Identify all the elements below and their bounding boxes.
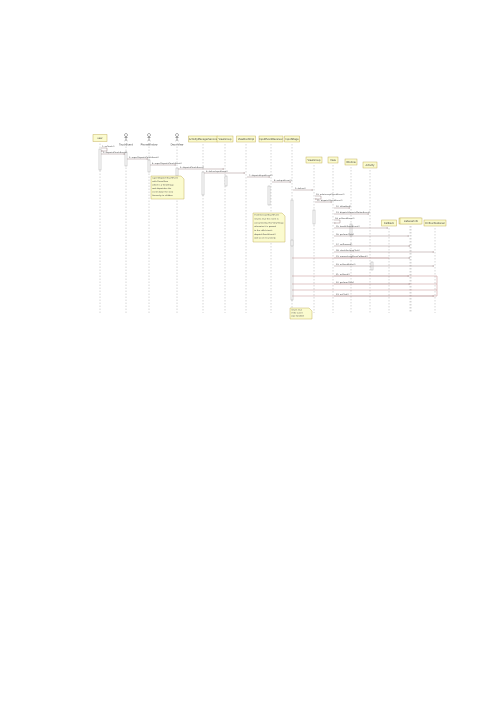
lifeline-box-a5 — [216, 135, 234, 143]
note-box — [289, 307, 313, 320]
actor-label-a3: DecorView — [171, 143, 184, 146]
activation-bar — [147, 159, 151, 173]
message-arrow — [334, 219, 341, 223]
lifeline-box-a16 — [423, 219, 447, 227]
note-line: returns true the event is — [254, 217, 278, 220]
message-label: 19: removeLongPressCallback() — [336, 255, 368, 258]
activation-bar — [290, 199, 294, 301]
message-label: 8: onInputEvent() — [274, 179, 292, 182]
note-line: consumed by this ViewGroup — [254, 221, 284, 224]
message-label: 7: dispatchInputEvent() — [249, 174, 273, 177]
message-label: 6: deliverInputEvent() — [206, 170, 228, 173]
message-label: 21: onTouch() — [336, 274, 350, 276]
activation-bar — [175, 167, 179, 177]
note-line: otherwise it is passed — [254, 225, 276, 228]
lifeline-label-a9: ViewGroup — [308, 159, 321, 162]
actor-leg — [176, 139, 179, 142]
actor-leg — [148, 139, 151, 142]
actor-head — [124, 133, 128, 137]
message-label: 10: onInterceptTouchEvent() — [316, 193, 345, 196]
note-box — [252, 212, 286, 243]
note-line: superDispatchTouchEvent — [152, 177, 178, 180]
lifeline-box-a13 — [381, 219, 397, 227]
lifeline-label-a13: Callback — [384, 222, 395, 225]
actor-leg — [125, 139, 128, 142]
activation-bar — [98, 148, 102, 171]
note-line: if the event — [291, 312, 303, 315]
note-line: and dispatches the — [152, 187, 172, 190]
actor-figure-a1 — [124, 133, 128, 142]
lifeline-box-a10 — [327, 156, 339, 164]
message-label: 23: onClick() — [336, 294, 349, 296]
message-label: 17: setPressed() — [336, 243, 352, 246]
lifeline-label-a16: OnTouchListener — [425, 222, 445, 225]
note-line: hierarchy to children — [152, 194, 173, 197]
message-label: 11: dispatchTouchEvent() — [317, 199, 343, 202]
message-label: 16: performClick() — [336, 233, 354, 236]
message-label: 3: superDispatchTouchEvent() — [129, 156, 159, 159]
message-label: 15: handleTouchEvent() — [336, 225, 360, 228]
note-line: return true — [291, 309, 303, 312]
message-label: 4: superDispatchTouchEvent() — [152, 162, 182, 165]
note-line: and so on recursively — [254, 237, 276, 240]
activation-bar — [267, 185, 271, 206]
lifeline-box-a0 — [92, 134, 108, 142]
note-line: If onInterceptTouchEvent — [254, 214, 279, 217]
lifeline-box-a7 — [258, 135, 284, 143]
lifeline-label-a6: ViewRootImpl — [238, 138, 255, 141]
actor-head — [175, 133, 179, 137]
lifeline-label-a0: user — [97, 137, 102, 140]
lifeline-box-a15 — [399, 217, 423, 225]
lifeline-box-a11 — [344, 158, 358, 166]
message-label: 12: isEnabled() — [336, 206, 351, 208]
message-label: 22: performClick() — [336, 281, 354, 284]
message-label: 5: dispatchTouchEvent() — [180, 166, 204, 169]
message-arrow — [101, 147, 108, 151]
message-label: 1: onTouch() — [102, 146, 115, 148]
lifeline-label-a12: Activity — [366, 164, 376, 167]
note-line: calls DecorView — [152, 180, 168, 183]
message-label: 20: onTouchEvent() — [336, 263, 356, 266]
actor-figure-a3 — [175, 133, 179, 142]
activation-bar — [312, 209, 316, 225]
lifeline-label-a5: ViewGroup — [219, 138, 232, 141]
activation-bar — [290, 239, 294, 247]
note-line: which is a ViewGroup — [152, 184, 174, 187]
actor-label-a2: PhoneWindow — [141, 143, 158, 146]
note-box — [150, 175, 185, 200]
message-label: 18: checkForLongClick() — [336, 249, 360, 252]
lifeline-label-a8: InputStage — [285, 138, 299, 141]
lifeline-label-a15: ListenerInfo — [404, 220, 419, 223]
note-line: was handled — [291, 316, 304, 318]
actor-leg — [124, 139, 127, 142]
message-label: 13: dispatchGenericMotionEvent() — [336, 211, 370, 214]
message-label: 9: deliver() — [295, 187, 306, 190]
lifeline-box-a9 — [305, 156, 323, 164]
lifeline-label-a4: ActivityManagerService — [189, 138, 218, 141]
lifeline-label-a11: Window — [346, 161, 355, 164]
message-arrow — [315, 195, 322, 199]
message-label: 2: dispatchTouchEvent() — [103, 151, 127, 154]
activation-bar — [224, 175, 228, 187]
note-line: event down the view — [152, 191, 173, 194]
actor-figure-a2 — [147, 133, 151, 142]
lifeline-label-a10: View — [330, 159, 336, 162]
actor-label-a1: TouchEvent — [119, 143, 133, 146]
lifeline-box-a12 — [362, 161, 378, 169]
actor-leg — [175, 139, 178, 142]
note-line: dispatchTouchEvent() — [254, 233, 276, 236]
note-line: to the child view's — [254, 229, 272, 232]
lifeline-label-a7: InputEventReceiver — [259, 138, 282, 141]
message-label: 14: onTouchEvent() — [335, 217, 355, 220]
activation-bar — [201, 171, 205, 196]
lifeline-box-a6 — [236, 135, 256, 143]
lifeline-box-a8 — [284, 135, 300, 143]
actor-leg — [147, 139, 150, 142]
actor-head — [147, 133, 151, 137]
